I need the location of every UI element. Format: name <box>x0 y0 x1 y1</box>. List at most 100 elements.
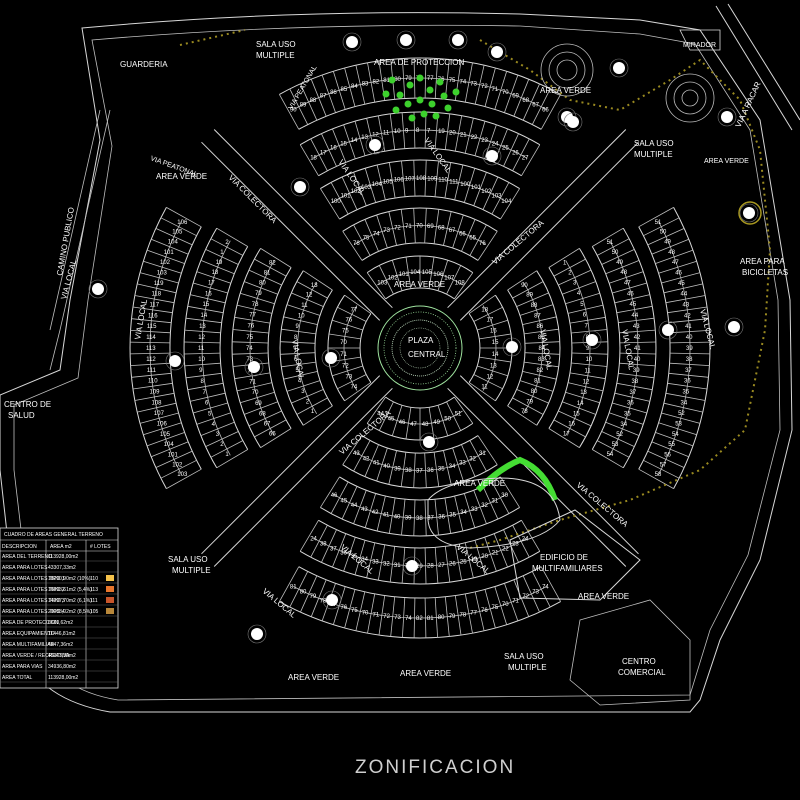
lot-ring-edge <box>468 313 481 383</box>
lamp <box>486 150 498 162</box>
lot-number: 32 <box>383 562 390 568</box>
lot-divider <box>454 272 474 300</box>
lot-midline <box>332 177 508 203</box>
lamp <box>728 321 740 333</box>
lot-number: 112 <box>146 357 156 363</box>
lot-number: 71 <box>340 352 347 358</box>
lot-number: 35 <box>438 467 445 473</box>
lot-number: 42 <box>372 510 379 516</box>
lot-number: 38 <box>416 516 423 522</box>
lot-number: 106 <box>157 422 168 428</box>
lot-divider <box>366 272 386 300</box>
lot-number: 4 <box>577 291 581 297</box>
lot-number: 34 <box>460 510 467 516</box>
lot-divider <box>592 449 624 469</box>
table-cell: 20088,02m2 (8,5%) <box>48 609 92 615</box>
lot-midline <box>297 281 318 415</box>
lot-number: 82 <box>416 616 423 622</box>
lot-number: 87 <box>320 94 327 100</box>
lot-midline <box>565 260 591 436</box>
lot-number: 44 <box>632 313 639 319</box>
lot-number: 103 <box>377 281 388 287</box>
lot-number: 77 <box>249 313 256 319</box>
lot-number: 70 <box>416 224 423 230</box>
lot-number: 101 <box>399 272 410 278</box>
lot-number: 34 <box>681 400 688 406</box>
lot-number: 68 <box>259 411 266 417</box>
label-edificio-1: EDIFICIO DE <box>540 553 588 562</box>
lot-ring-edge <box>279 601 561 639</box>
lot-ring-edge <box>169 226 202 470</box>
table-cell: 11446,81m2 <box>48 631 76 637</box>
diagonal-road-edge <box>201 375 381 555</box>
lamp-halo <box>609 58 629 78</box>
lot-number: 12 <box>306 293 313 299</box>
lamp-halo <box>717 107 737 127</box>
lot-number: 50 <box>660 230 667 236</box>
lot-number: 114 <box>146 335 156 341</box>
lot-number: 104 <box>164 442 175 448</box>
table-cell: 16893,61m2 (5,4%) <box>48 587 92 593</box>
lot-number: 67 <box>264 422 271 428</box>
lot-number: 53 <box>612 442 619 448</box>
lot-number: 11 <box>481 385 488 391</box>
lamp <box>369 139 381 151</box>
lot-number: 41 <box>685 324 692 330</box>
lot-number: 52 <box>616 432 623 438</box>
lot-number: 11 <box>383 131 390 137</box>
lot-midline <box>353 225 487 246</box>
lot-number: 24 <box>310 537 317 543</box>
lot-number: 67 <box>449 228 456 234</box>
lot-number: 10 <box>198 357 205 363</box>
lot-number: 104 <box>410 270 421 276</box>
lot-number: 2 <box>220 442 224 448</box>
lot-number: 33 <box>459 461 466 467</box>
lot-number: 72 <box>342 363 349 369</box>
lot-number: 16 <box>568 422 575 428</box>
label-bici-2: BICICLETAS <box>742 268 788 277</box>
lot-number: 105 <box>172 230 183 236</box>
diagonal-road-edge <box>201 141 381 321</box>
lamp <box>346 36 358 48</box>
lot-number: 34 <box>620 422 627 428</box>
label-area-verde-bl: AREA VERDE <box>288 673 339 682</box>
radial-roads <box>201 129 639 567</box>
lot-number: 119 <box>154 281 164 287</box>
lot-number: 2 <box>306 399 310 405</box>
centro-comercial-outline <box>569 599 691 706</box>
lot-number: 44 <box>377 411 384 417</box>
lot-number: 14 <box>201 313 208 319</box>
lot-number: 7 <box>294 346 298 352</box>
lot-ring-edge <box>622 227 657 469</box>
lot-number: 26 <box>449 562 456 568</box>
label-centro-comercial-1: CENTRO <box>622 657 656 666</box>
table-cell: AREA PARA LOTES TIPO 4 <box>2 609 65 615</box>
lot-number: 54 <box>672 432 679 438</box>
lamp-halo <box>582 330 602 350</box>
lot-number: 75 <box>351 608 358 614</box>
lot-number: 5 <box>580 302 584 308</box>
lot-number: 102 <box>481 189 492 195</box>
table-cell: 14397,70m2 (6,1%) <box>48 598 92 604</box>
lot-number: 66 <box>542 107 549 113</box>
lot-midline <box>312 129 528 159</box>
lot-number: 25 <box>502 146 509 152</box>
lot-divider <box>638 207 674 228</box>
table-swatch <box>106 586 114 592</box>
plaza-label-2: CENTRAL <box>408 350 446 359</box>
lot-number: 87 <box>534 313 541 319</box>
lot-number: 9 <box>296 324 300 330</box>
tree-dot <box>436 78 444 86</box>
lot-number: 70 <box>502 602 509 608</box>
lot-number: 101 <box>341 194 352 200</box>
lot-number: 1 <box>563 261 567 267</box>
lot-number: 88 <box>531 303 538 309</box>
lot-number: 78 <box>521 409 528 415</box>
lot-midline <box>249 260 275 436</box>
lot-number: 26 <box>512 150 519 156</box>
lot-number: 80 <box>259 281 266 287</box>
lot-ring-edge <box>183 227 218 469</box>
lot-number: 14 <box>351 138 358 144</box>
lot-number: 13 <box>580 390 587 396</box>
table-cell: 6613,62m2 <box>48 620 73 626</box>
